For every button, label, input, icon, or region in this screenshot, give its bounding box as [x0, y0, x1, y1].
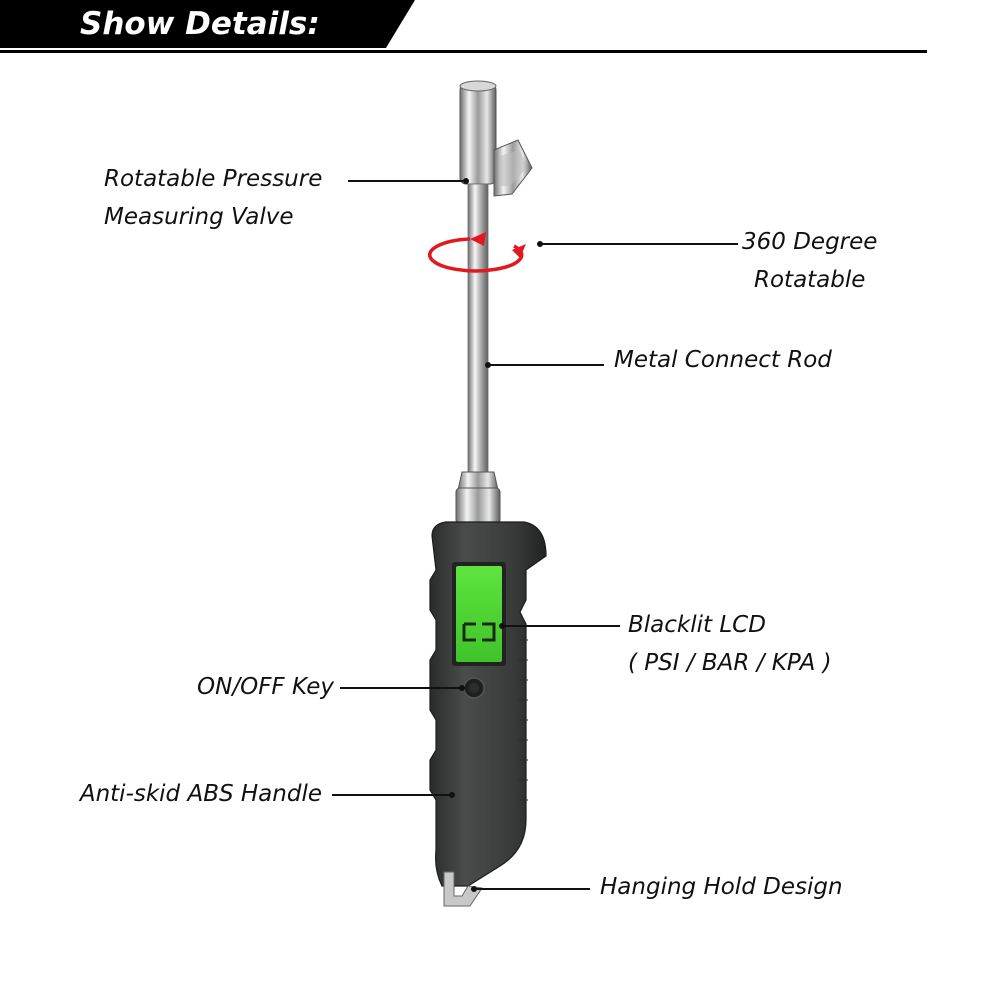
callout-valve: Rotatable Pressure Measuring Valve: [104, 160, 322, 236]
pressure-valve-head: [459, 80, 533, 197]
callout-rod-label: Metal Connect Rod: [614, 347, 832, 373]
callout-lcd: Blacklit LCD ( PSI / BAR / KPA ): [628, 606, 832, 682]
power-button-icon: [463, 677, 485, 699]
metal-connect-rod: [467, 183, 489, 475]
header-title: Show Details:: [80, 6, 320, 42]
callout-power-key-label: ON/OFF Key: [197, 674, 334, 700]
callout-leader-lines: [332, 180, 738, 890]
callout-power-key: ON/OFF Key: [150, 668, 334, 706]
rod-collar: [455, 471, 501, 525]
callout-hanging-label: Hanging Hold Design: [600, 874, 843, 900]
rotation-arrow-icon: [428, 232, 526, 273]
callout-rotation: 360 Degree Rotatable: [742, 223, 877, 299]
callout-rod: Metal Connect Rod: [614, 341, 832, 379]
callout-valve-line2: Measuring Valve: [104, 204, 294, 230]
callout-lcd-line2: ( PSI / BAR / KPA ): [628, 650, 832, 676]
lcd-screen: [452, 562, 506, 666]
callout-valve-line1: Rotatable Pressure: [104, 166, 323, 192]
callout-hanging: Hanging Hold Design: [600, 868, 843, 906]
callout-rotation-line2: Rotatable: [754, 267, 866, 293]
hanging-hook: [443, 871, 483, 907]
callout-handle: Anti-skid ABS Handle: [40, 775, 322, 813]
callout-leader-dots: [449, 178, 543, 892]
callout-handle-label: Anti-skid ABS Handle: [79, 781, 322, 807]
header-divider: [0, 50, 927, 53]
callout-lcd-line1: Blacklit LCD: [628, 612, 766, 638]
header-banner: [0, 0, 415, 48]
callout-rotation-line1: 360 Degree: [742, 229, 878, 255]
